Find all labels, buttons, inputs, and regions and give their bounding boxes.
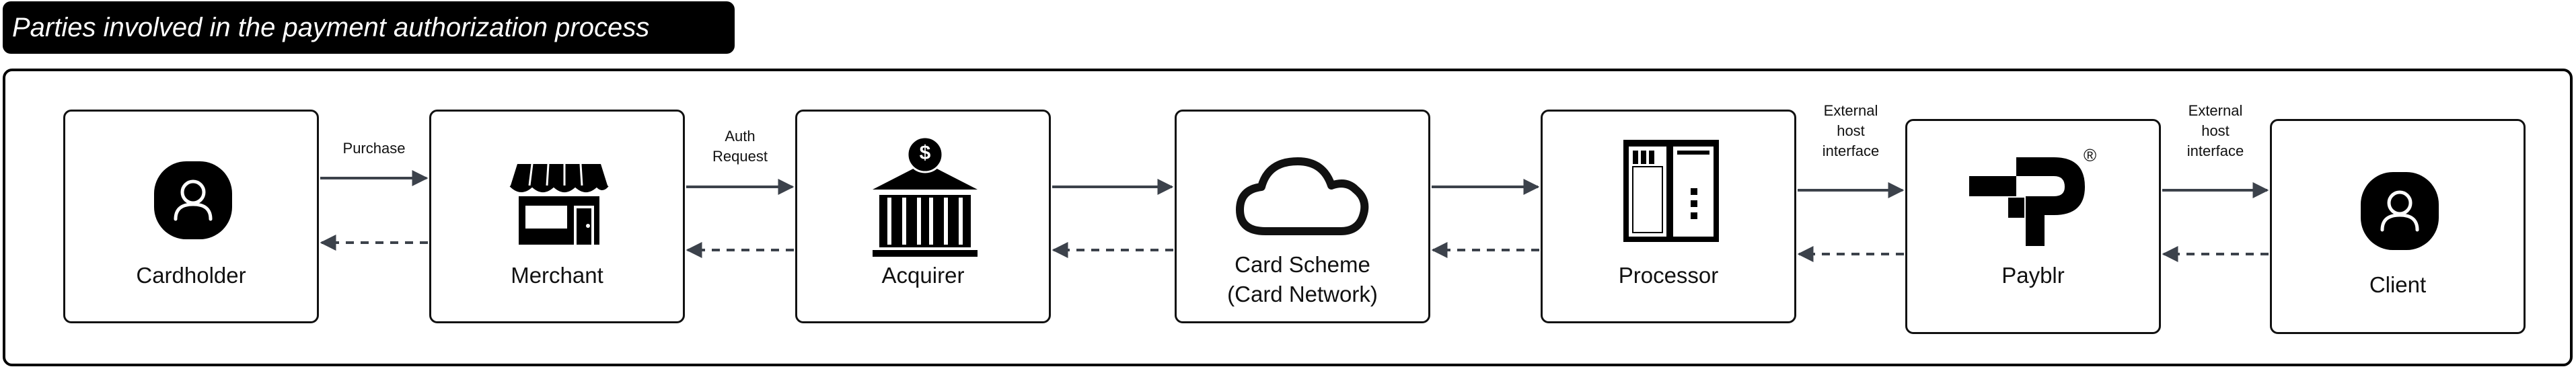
user-icon [154,161,232,239]
server-rack-icon [1623,140,1719,242]
edge-label-external-host-1: External host interface [1822,102,1880,159]
node-processor: Processor [1541,110,1796,323]
payblr-label: Payblr [2001,263,2065,288]
diagram-title: Parties involved in the payment authoriz… [3,1,735,54]
cardholder-label: Cardholder [136,263,246,288]
dollar-sign: $ [919,142,931,164]
node-client: Client [2270,119,2526,334]
edge-label-external-host-2: External host interface [2186,102,2244,159]
node-payblr: ® Payblr [1905,119,2161,334]
node-card-scheme: Card Scheme (Card Network) [1175,110,1430,323]
storefront-icon [509,163,609,245]
diagram-frame [3,69,2573,366]
node-merchant: Merchant [429,110,685,323]
bank-icon [873,136,978,257]
client-label: Client [2369,272,2427,297]
cloud-icon [1236,157,1369,235]
acquirer-label: Acquirer [881,263,965,288]
registered-mark: ® [2084,145,2097,165]
edge-label-purchase: Purchase [342,140,406,157]
edge-label-auth-request: Auth Request [712,128,768,165]
payblr-logo-icon [1969,157,2085,246]
processor-label: Processor [1618,263,1719,288]
card-scheme-label-line2: (Card Network) [1227,282,1378,306]
merchant-label: Merchant [511,263,603,288]
node-acquirer: $ Acquirer [795,110,1051,323]
user-icon [2361,172,2439,250]
card-scheme-label-line1: Card Scheme [1235,252,1370,277]
node-cardholder: Cardholder [63,110,319,323]
